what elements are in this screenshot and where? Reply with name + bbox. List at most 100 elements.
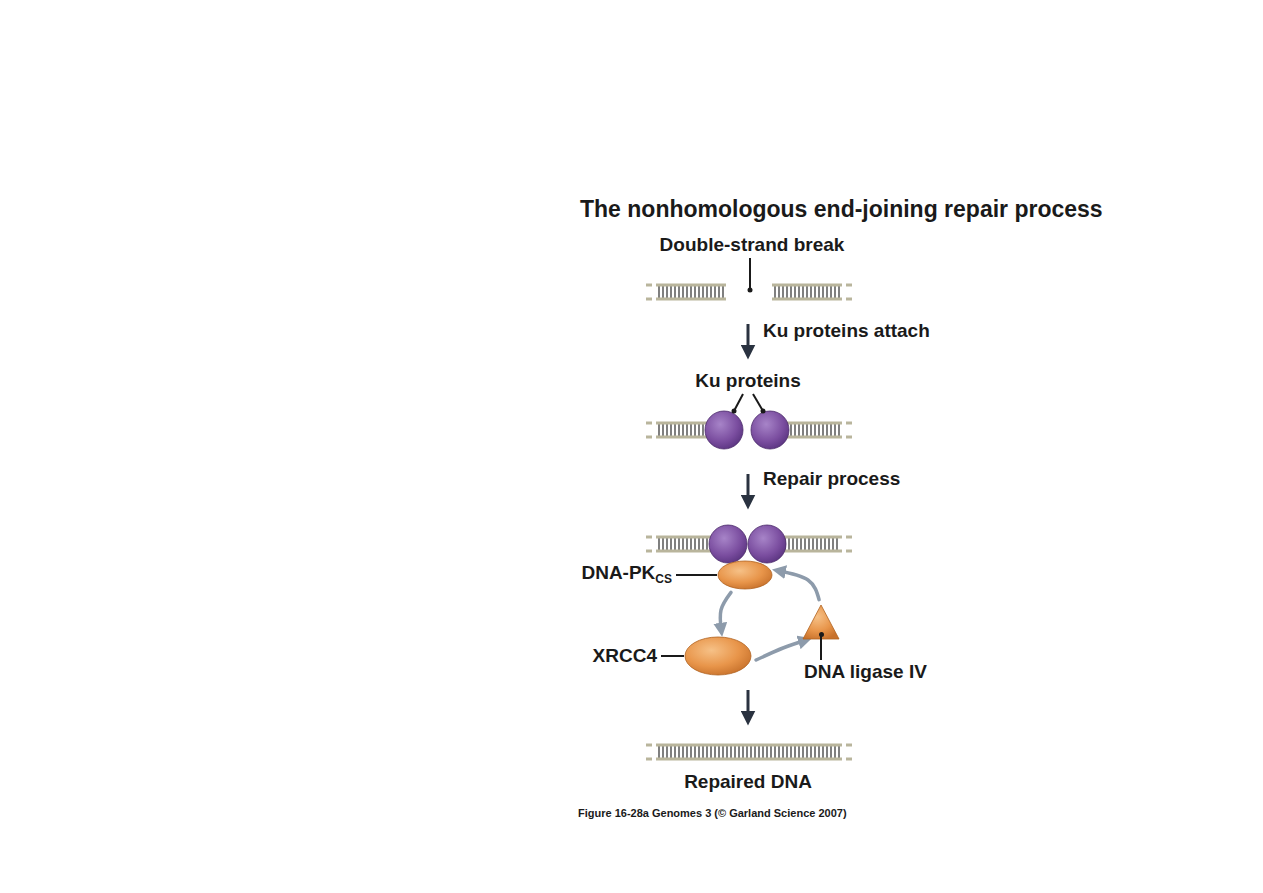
- protein-name: DNA-PK: [581, 562, 655, 583]
- base-pair: [798, 746, 799, 758]
- base-pair: [734, 746, 735, 758]
- step-label: Ku proteins attach: [763, 320, 930, 342]
- node-label: DNA-PKCS: [581, 563, 672, 586]
- protein-shape: [718, 561, 772, 589]
- base-pair: [818, 746, 819, 758]
- protein-name: DNA ligase IV: [804, 661, 927, 682]
- step-arrow: [747, 474, 750, 502]
- backbone-end: [646, 550, 652, 553]
- base-pair: [810, 746, 811, 758]
- base-pair: [822, 746, 823, 758]
- leader-dot: [732, 409, 737, 414]
- base-pair: [826, 746, 827, 758]
- base-pair: [718, 746, 719, 758]
- backbone-end: [846, 550, 852, 553]
- base-pair: [826, 424, 827, 436]
- base-pair: [750, 746, 751, 758]
- base-pair: [794, 746, 795, 758]
- base-pair: [812, 538, 813, 550]
- step-label: Repair process: [763, 468, 900, 490]
- base-pair: [686, 424, 687, 436]
- base-pair: [742, 746, 743, 758]
- figure-caption: Figure 16-28a Genomes 3 (© Garland Scien…: [578, 807, 847, 819]
- base-pair: [802, 746, 803, 758]
- base-pair: [706, 538, 707, 550]
- base-pair: [814, 286, 815, 298]
- backbone-end: [846, 284, 852, 287]
- backbone-end: [846, 758, 852, 761]
- base-pair: [694, 424, 695, 436]
- base-pair: [828, 538, 829, 550]
- backbone: [656, 298, 726, 301]
- backbone-end: [646, 758, 652, 761]
- backbone: [772, 284, 842, 287]
- triangle-node: DNA ligase IV: [802, 604, 840, 640]
- step-label: Repaired DNA: [684, 771, 812, 793]
- base-pair: [796, 538, 797, 550]
- node-shape: [684, 636, 752, 676]
- ku-protein: [751, 411, 789, 449]
- base-pair: [838, 746, 839, 758]
- ellipse-node: DNA-PKCS: [717, 560, 773, 590]
- base-pair: [714, 286, 715, 298]
- base-pair: [814, 746, 815, 758]
- base-pair: [834, 746, 835, 758]
- node-label: XRCC4: [593, 646, 657, 667]
- leader-line: [749, 258, 751, 290]
- leader-line: [676, 574, 717, 576]
- backbone-end: [646, 436, 652, 439]
- step-arrow: [747, 690, 750, 718]
- backbone-end: [646, 422, 652, 425]
- base-pair: [658, 746, 659, 758]
- base-pair: [710, 746, 711, 758]
- base-pair: [702, 424, 703, 436]
- base-pair: [678, 538, 679, 550]
- base-pair: [770, 746, 771, 758]
- base-pair: [758, 746, 759, 758]
- base-pair: [658, 286, 659, 298]
- base-pair: [766, 746, 767, 758]
- backbone-end: [646, 284, 652, 287]
- backbone: [656, 744, 842, 747]
- base-pair: [790, 746, 791, 758]
- base-pair: [786, 746, 787, 758]
- base-pair: [702, 746, 703, 758]
- base-pair: [830, 424, 831, 436]
- base-pair: [694, 746, 695, 758]
- base-pair: [790, 286, 791, 298]
- base-pair: [810, 286, 811, 298]
- base-pair: [786, 286, 787, 298]
- base-pair: [762, 746, 763, 758]
- base-pair: [706, 746, 707, 758]
- base-pair: [816, 538, 817, 550]
- base-pair: [838, 424, 839, 436]
- base-pair: [690, 286, 691, 298]
- leader-line: [753, 394, 763, 411]
- base-pair: [674, 286, 675, 298]
- leader-dot: [819, 632, 824, 637]
- base-pair: [810, 424, 811, 436]
- base-pair: [662, 424, 663, 436]
- name-subscript: CS: [655, 572, 672, 586]
- base-pair: [678, 746, 679, 758]
- backbone-end: [646, 298, 652, 301]
- base-pair: [674, 424, 675, 436]
- base-pair: [666, 538, 667, 550]
- step-label: Double-strand break: [660, 234, 845, 256]
- ligase-shape: [803, 605, 839, 639]
- backbone-end: [846, 744, 852, 747]
- base-pair: [690, 538, 691, 550]
- cycle-arrow: [777, 571, 819, 600]
- base-pair: [838, 286, 839, 298]
- backbone-end: [646, 744, 652, 747]
- base-pair: [682, 286, 683, 298]
- base-pair: [674, 746, 675, 758]
- base-pair: [694, 538, 695, 550]
- backbone-end: [846, 298, 852, 301]
- base-pair: [694, 286, 695, 298]
- base-pair: [774, 746, 775, 758]
- base-pair: [670, 538, 671, 550]
- base-pair: [666, 424, 667, 436]
- base-pair: [686, 286, 687, 298]
- base-pair: [710, 286, 711, 298]
